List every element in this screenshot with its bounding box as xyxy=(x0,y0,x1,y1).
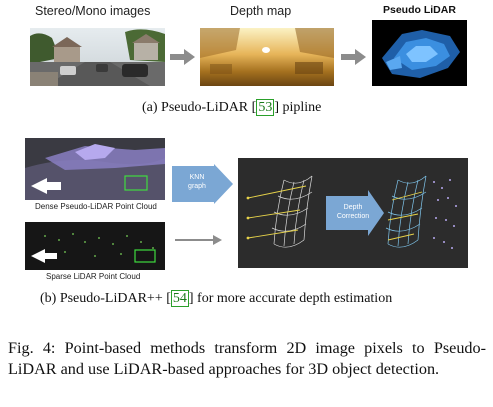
sparse-lidar-point-cloud-image xyxy=(25,222,165,270)
label-dense-pseudo-lidar: Dense Pseudo-LiDAR Point Cloud xyxy=(35,202,157,211)
figure-caption: Fig. 4: Point-based methods transform 2D… xyxy=(8,339,486,378)
label-depth-map: Depth map xyxy=(230,4,292,18)
depth-correction-panel xyxy=(238,158,468,268)
arrow-right-icon xyxy=(341,49,366,65)
pseudo-lidar-point-cloud-image xyxy=(372,20,467,86)
street-scene-image xyxy=(30,28,165,86)
depth-map-image xyxy=(200,28,334,86)
reference-link[interactable]: 53 xyxy=(256,99,275,116)
knn-graph-arrow-shape xyxy=(172,164,233,204)
label-pseudo-lidar: Pseudo LiDAR xyxy=(383,4,456,16)
arrow-right-icon xyxy=(175,235,222,245)
knn-graph-label: KNN graph xyxy=(188,174,206,190)
arrow-right-icon xyxy=(170,49,195,65)
label-sparse-lidar: Sparse LiDAR Point Cloud xyxy=(46,272,141,281)
depth-correction-label: Depth Correction xyxy=(336,204,370,220)
label-stereo-mono-images: Stereo/Mono images xyxy=(35,4,151,18)
caption-b: (b) Pseudo-LiDAR++ [54] for more accurat… xyxy=(40,290,393,307)
dense-pseudo-lidar-point-cloud-image xyxy=(25,138,165,200)
reference-link[interactable]: 54 xyxy=(170,290,189,307)
caption-a: (a) Pseudo-LiDAR [53] pipline xyxy=(142,99,322,116)
